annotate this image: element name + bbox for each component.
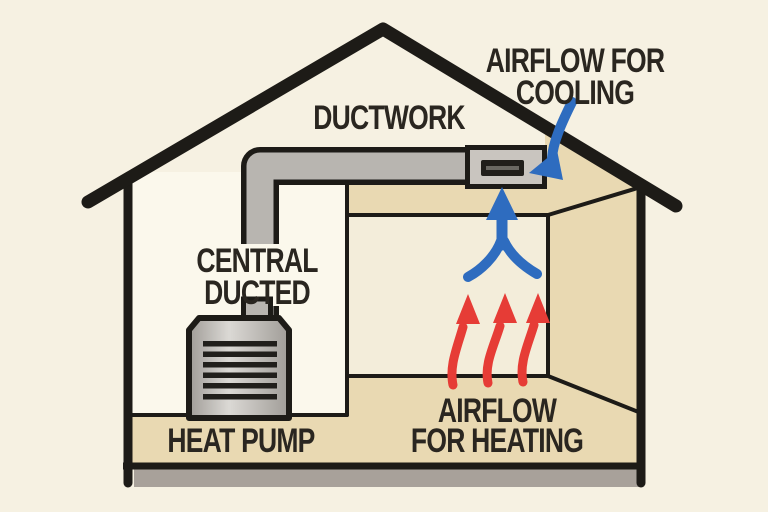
back-wall (347, 215, 548, 376)
house-outline (81, 22, 683, 488)
central-ducted-label: CENTRAL DUCTED (196, 242, 318, 312)
heating-airflow-arrows-icon (447, 293, 550, 390)
heat-pump-vents (203, 341, 277, 400)
cooling-supply-arrow-icon (463, 187, 542, 282)
airflow-cooling-label: AIRFLOW FOR COOLING (485, 42, 665, 112)
ceiling-surface (347, 127, 641, 215)
air-vent (465, 145, 547, 189)
cooling-inlet-arrow-icon (529, 97, 577, 180)
ductwork-label: DUCTWORK (313, 99, 465, 137)
right-wall-surface (548, 189, 641, 412)
ground-shadow (134, 469, 642, 487)
heat-pump-label: HEAT PUMP (167, 422, 315, 460)
roof (81, 22, 683, 213)
heat-pump-body (186, 315, 292, 421)
unit-label-backdrop (178, 244, 336, 306)
heat-pump-unit (186, 296, 292, 421)
airflow-heating-label: AIRFLOW FOR HEATING (410, 392, 584, 460)
floor-surface (128, 376, 641, 466)
